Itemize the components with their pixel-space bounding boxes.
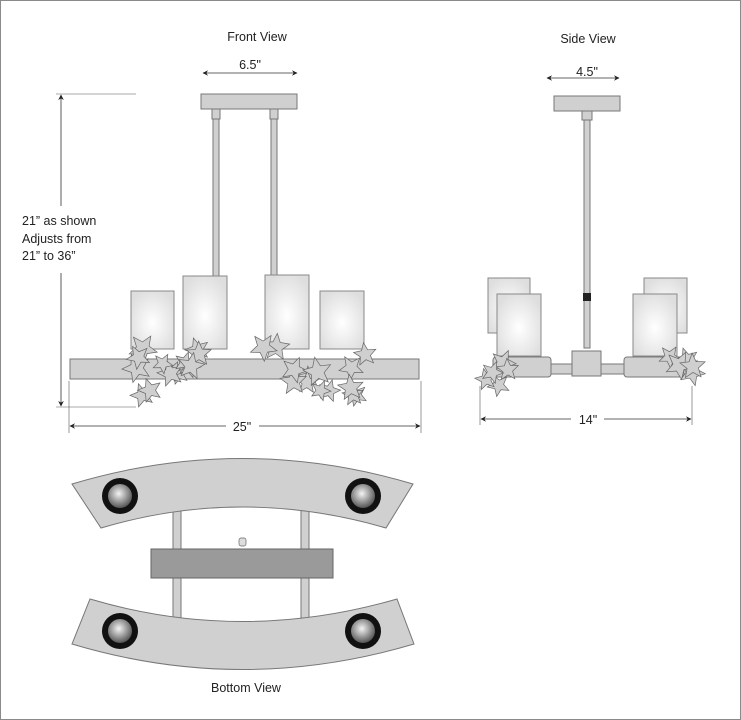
bottom-socket: [345, 478, 381, 514]
maple-leaf: [338, 356, 364, 382]
front-maple-leaf-cluster: [120, 332, 377, 408]
side-glass-shade: [632, 293, 678, 357]
side-canopy-width-label: 4.5": [576, 65, 598, 79]
maple-leaf: [336, 373, 364, 401]
maple-leaf: [482, 361, 505, 385]
front-canopy: [200, 93, 298, 110]
front-stem-cap: [211, 108, 221, 120]
bottom-view-title: Bottom View: [211, 681, 282, 695]
side-canopy: [553, 95, 621, 112]
height-note-line: Adjusts from: [22, 232, 91, 246]
maple-leaf: [352, 341, 377, 366]
front-stem-cap: [269, 108, 279, 120]
maple-leaf: [486, 374, 510, 398]
side-maple-leaf-cluster: [473, 346, 707, 398]
bottom-socket: [102, 613, 138, 649]
side-view: Side View 4.5" 14": [473, 32, 707, 427]
maple-leaf: [152, 353, 174, 375]
maple-leaf: [311, 380, 332, 402]
front-stem: [212, 118, 220, 278]
front-canopy-width-label: 6.5": [239, 58, 261, 72]
front-stem: [270, 118, 278, 276]
front-overall-width-label: 25": [233, 420, 251, 434]
maple-leaf: [178, 351, 206, 380]
height-note-line: 21” to 36”: [22, 249, 76, 263]
front-view: Front View 6.5" 21” as shown Adjusts fro…: [22, 30, 422, 434]
side-view-title: Side View: [560, 32, 616, 46]
maple-leaf: [679, 352, 706, 379]
height-note-line: 21” as shown: [22, 214, 96, 228]
front-glass-shade: [264, 274, 310, 350]
front-glass-shade: [319, 290, 365, 350]
bottom-center-bar: [150, 548, 334, 579]
maple-leaf: [279, 367, 308, 395]
side-stem: [583, 119, 591, 349]
maple-leaf: [301, 356, 332, 387]
bottom-socket: [345, 613, 381, 649]
bottom-socket: [102, 478, 138, 514]
maple-leaf: [185, 340, 212, 366]
side-overall-width-label: 14": [579, 413, 597, 427]
maple-leaf: [249, 334, 278, 363]
maple-leaf: [136, 377, 161, 403]
bottom-upper-arc-arm: [71, 458, 414, 529]
side-stem-cap: [581, 110, 593, 121]
side-hub: [571, 350, 602, 377]
bottom-view: Bottom View: [71, 458, 415, 695]
maple-leaf: [125, 345, 151, 371]
front-glass-shade: [182, 275, 228, 350]
side-stem-coupler: [583, 293, 591, 301]
bottom-center-knob: [238, 537, 247, 547]
front-view-title: Front View: [227, 30, 287, 44]
maple-leaf: [495, 357, 520, 381]
side-glass-shade: [496, 293, 542, 357]
bottom-lower-arc-arm: [71, 598, 415, 670]
